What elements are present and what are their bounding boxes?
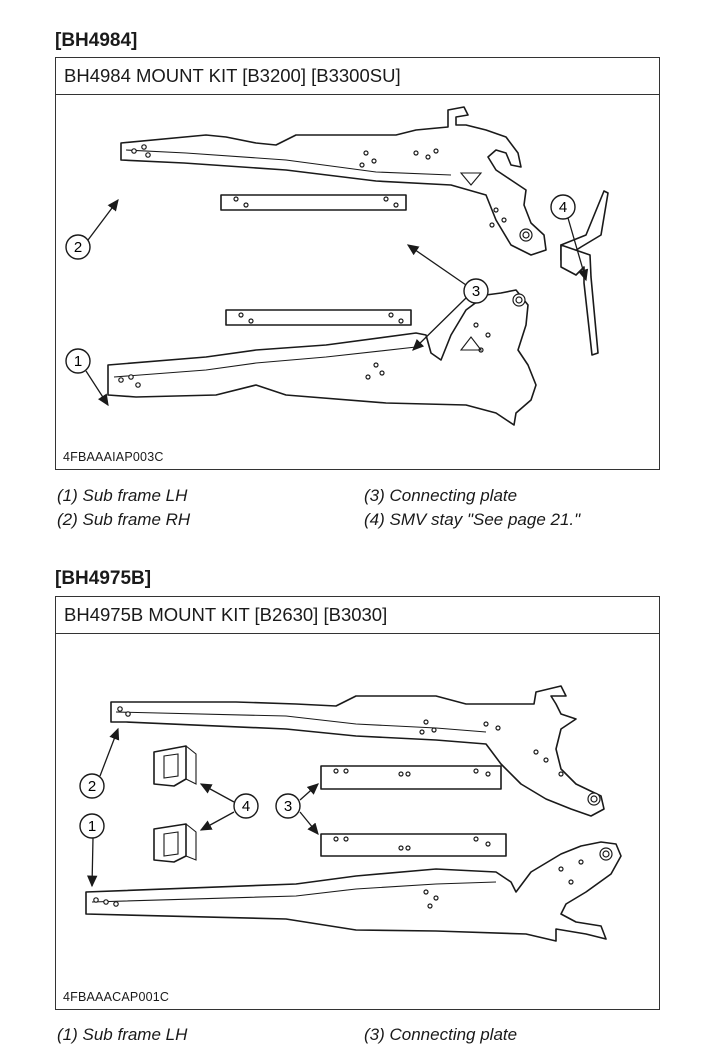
sub-frame-lh-drawing [85,841,622,942]
smv-stay-drawing [560,190,609,356]
legend-item-1: (1) Sub frame LH [57,486,188,505]
figure-bh4984: BH4984 MOUNT KIT [B3200] [B3300SU] [55,57,660,470]
legend-item-3: (3) Connecting plate [364,486,518,505]
connecting-plate-upper-drawing [220,194,407,211]
sub-frame-rh-drawing [120,106,547,256]
callout-2: 2 [88,778,96,795]
figure-bh4975b: BH4975B MOUNT KIT [B2630] [B3030] [55,596,660,1010]
figure-illustration: 2 1 3 4 4FBAAAIAP003C [56,95,659,470]
legend-item-3: (3) Connecting plate [364,1025,518,1044]
callout-4: 4 [559,199,567,216]
figure-title: BH4984 MOUNT KIT [B3200] [B3300SU] [56,58,659,95]
callout-1: 1 [88,818,96,835]
legend-item-4: (4) SMV stay "See page 21." [364,510,581,529]
bracket-upper-drawing [153,745,197,787]
callout-2: 2 [74,239,82,256]
callout-1: 1 [74,353,82,370]
section-heading-bh4975b: [BH4975B] [55,568,152,589]
callout-3: 3 [284,798,292,815]
legend-bh4975b: (1) Sub frame LH (3) Connecting plate [57,1025,657,1049]
figure-code: 4FBAAAIAP003C [63,450,164,464]
connecting-plate-lower-drawing [320,833,507,857]
figure-title: BH4975B MOUNT KIT [B2630] [B3030] [56,597,659,634]
legend-item-1: (1) Sub frame LH [57,1025,188,1044]
sub-frame-lh-drawing [107,289,537,426]
figure-illustration: 2 1 4 3 4FBAAACAP001C [56,634,659,1010]
connecting-plate-lower-drawing [225,309,412,326]
sub-frame-rh-drawing [110,685,605,817]
callout-4: 4 [242,798,250,815]
legend-item-2: (2) Sub frame RH [57,510,191,529]
figure-code: 4FBAAACAP001C [63,990,170,1004]
bracket-lower-drawing [153,823,197,863]
callout-3: 3 [472,283,480,300]
connecting-plate-upper-drawing [320,765,502,790]
legend-bh4984: (1) Sub frame LH (2) Sub frame RH (3) Co… [57,486,657,536]
section-heading-bh4984: [BH4984] [55,30,138,51]
